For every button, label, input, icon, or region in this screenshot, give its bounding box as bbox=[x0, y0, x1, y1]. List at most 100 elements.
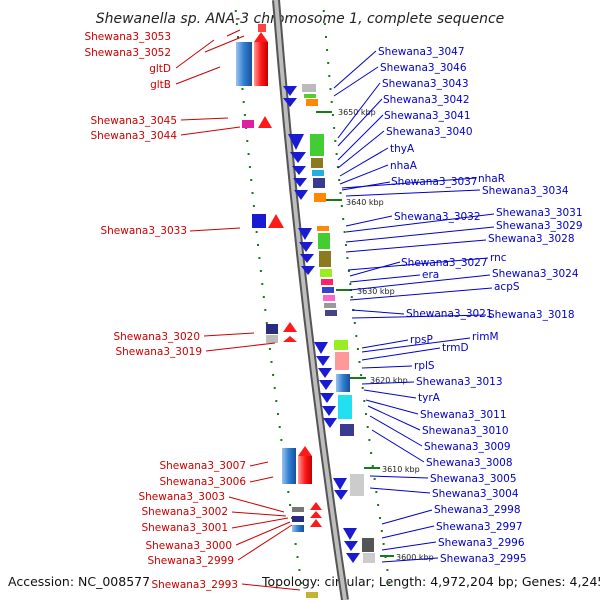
gene-label: Shewana3_2995 bbox=[440, 553, 527, 565]
tick-dot bbox=[296, 556, 299, 558]
gene-label: rimM bbox=[472, 331, 499, 343]
tick-dot bbox=[280, 439, 283, 441]
leader-line bbox=[333, 66, 379, 97]
gene-block bbox=[350, 474, 364, 496]
tick-dot bbox=[346, 257, 349, 259]
gene-label: Shewana3_3000 bbox=[145, 540, 232, 552]
tick-dot bbox=[273, 387, 276, 389]
gene-arrow bbox=[310, 511, 322, 518]
tick-dot bbox=[345, 244, 347, 246]
gene-arrow bbox=[294, 190, 308, 200]
gene-arrow bbox=[310, 519, 322, 527]
gene-label: Shewana3_3032 bbox=[394, 211, 481, 223]
gene-label: rpsP bbox=[410, 334, 433, 346]
accession-text: Accession: NC_008577 bbox=[8, 574, 150, 589]
gene-label: Shewana3_3003 bbox=[138, 491, 225, 503]
tick-dot bbox=[251, 192, 254, 194]
gene-label: trmD bbox=[442, 342, 469, 354]
gene-label: Shewana3_3024 bbox=[492, 268, 579, 280]
gene-block bbox=[325, 310, 337, 316]
gene-label: Shewana3_3021 bbox=[406, 308, 493, 320]
scale-label: 3600 kbp bbox=[396, 553, 434, 562]
gene-arrow bbox=[310, 502, 322, 510]
map-title: Shewanella sp. ANA-3 chromosome 1, compl… bbox=[96, 11, 505, 27]
gene-arrow bbox=[283, 86, 297, 96]
tick-dot bbox=[322, 10, 325, 12]
tick-dot bbox=[363, 400, 366, 402]
gene-block bbox=[314, 193, 326, 202]
gene-label: Shewana3_3027 bbox=[401, 257, 488, 269]
gene-label: tyrA bbox=[418, 392, 441, 404]
gene-label: Shewana3_3010 bbox=[422, 425, 509, 437]
tick-dot bbox=[242, 101, 245, 103]
gene-block bbox=[321, 279, 333, 285]
tick-dot bbox=[380, 530, 383, 532]
gene-label: Shewana3_3037 bbox=[391, 176, 478, 188]
tick-dot bbox=[330, 101, 333, 103]
tick-dot bbox=[375, 491, 378, 493]
gene-label: Shewana3_2996 bbox=[438, 537, 525, 549]
leader-line bbox=[337, 82, 381, 139]
tick-dot bbox=[368, 439, 371, 441]
gene-block bbox=[242, 120, 254, 128]
tick-dot bbox=[270, 361, 273, 363]
leader-line bbox=[367, 405, 421, 431]
tick-dot bbox=[388, 582, 391, 584]
gene-block bbox=[292, 525, 304, 532]
gene-block bbox=[336, 374, 350, 392]
tick-dot bbox=[356, 348, 359, 350]
gene-label: Shewana3_2998 bbox=[434, 504, 521, 516]
leader-line bbox=[337, 130, 385, 169]
gene-label: Shewana3_3018 bbox=[488, 309, 575, 321]
tick-dot bbox=[246, 140, 249, 142]
gene-label: Shewana3_3008 bbox=[426, 457, 513, 469]
gene-arrow bbox=[283, 336, 297, 342]
tick-dot bbox=[277, 413, 279, 415]
gene-block bbox=[306, 592, 318, 598]
tick-dot bbox=[377, 504, 380, 506]
gene-block bbox=[254, 42, 268, 86]
gene-label: acpS bbox=[494, 281, 520, 293]
tick-dot bbox=[294, 543, 297, 545]
leader-line bbox=[349, 261, 401, 277]
leader-line bbox=[237, 524, 293, 561]
gene-block bbox=[266, 335, 278, 343]
leader-line bbox=[189, 227, 241, 232]
tick-dot bbox=[371, 465, 374, 467]
gene-label: rnc bbox=[490, 252, 507, 264]
tick-dot bbox=[265, 322, 268, 324]
gene-arrow bbox=[316, 356, 330, 366]
gene-arrow bbox=[299, 242, 313, 252]
tick-dot bbox=[325, 36, 327, 38]
leader-line bbox=[369, 415, 423, 447]
leader-line bbox=[345, 239, 487, 253]
gene-arrow bbox=[333, 478, 347, 490]
tick-dot bbox=[327, 62, 330, 64]
leader-line bbox=[381, 541, 437, 551]
gene-arrow bbox=[319, 380, 333, 390]
tick-dot bbox=[328, 75, 331, 77]
leader-line bbox=[231, 511, 287, 517]
tick-dot bbox=[268, 348, 271, 350]
gene-label: Shewana3_2999 bbox=[147, 555, 234, 567]
leader-line bbox=[371, 429, 425, 463]
gene-block bbox=[317, 226, 329, 231]
tick-dot bbox=[247, 153, 250, 155]
tick-dot bbox=[264, 309, 267, 311]
gene-block bbox=[313, 178, 325, 188]
leader-line bbox=[337, 114, 384, 161]
tick-dot bbox=[258, 257, 261, 259]
gene-arrow bbox=[258, 116, 272, 128]
gene-label: Shewana3_3033 bbox=[100, 225, 187, 237]
gene-block bbox=[258, 24, 266, 32]
leader-line bbox=[175, 39, 215, 69]
backbone-inner bbox=[274, 0, 347, 600]
leader-line bbox=[349, 274, 421, 283]
leader-line bbox=[205, 342, 276, 352]
gene-label: Shewana3_3052 bbox=[84, 47, 171, 59]
gene-arrow bbox=[334, 490, 348, 500]
gene-arrow bbox=[268, 214, 284, 228]
gene-block bbox=[236, 42, 252, 86]
tick-dot bbox=[355, 335, 358, 337]
leader-line bbox=[228, 496, 285, 513]
